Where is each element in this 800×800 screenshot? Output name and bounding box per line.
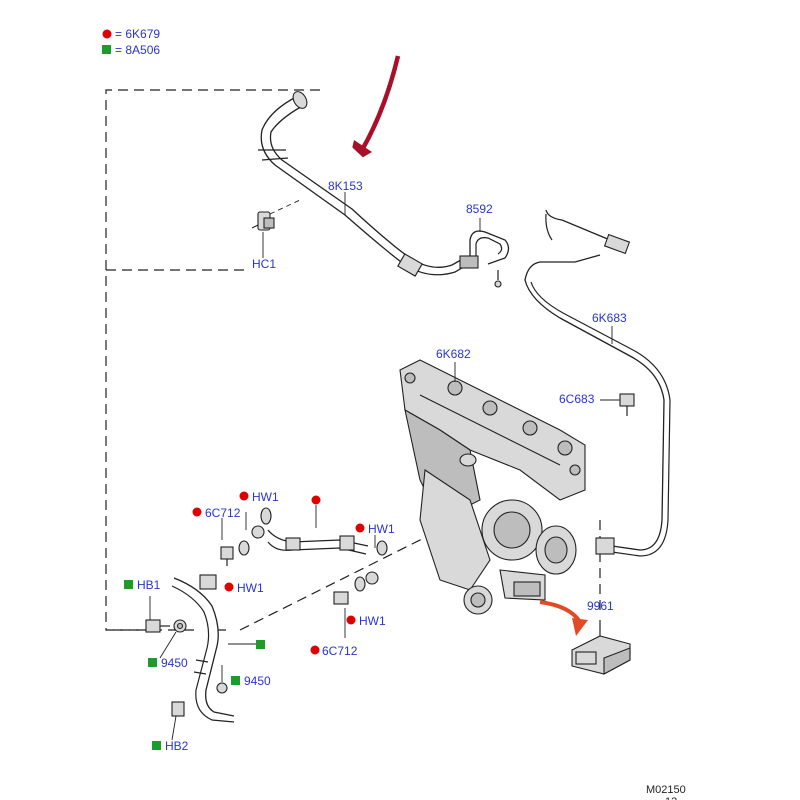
- label-6c712-upper: 6C712: [205, 506, 241, 520]
- legend-green-square: [102, 45, 111, 54]
- washer-9450-lower: [216, 682, 228, 694]
- label-hw1-left: HW1: [237, 581, 264, 595]
- label-6k682: 6K682: [436, 347, 471, 361]
- figure-code-suffix: 13: [665, 796, 677, 800]
- washer-hw1-right: [376, 540, 388, 556]
- red-marker-hw1-right: [355, 523, 365, 533]
- curved-arrow-icon: [539, 600, 588, 636]
- oil-feed-pipe: [251, 525, 379, 585]
- green-marker-9450-upper: [148, 658, 157, 667]
- red-marker-6c712-upper: [192, 507, 202, 517]
- red-marker-6c712-lower: [310, 645, 320, 655]
- label-9450-upper: 9450: [161, 656, 188, 670]
- red-marker-hw1-top: [239, 491, 249, 501]
- label-hc1: HC1: [252, 257, 276, 271]
- legend-red-label: = 6K679: [115, 27, 160, 41]
- label-6c683: 6C683: [559, 392, 595, 406]
- washer-hw1-left: [238, 540, 250, 556]
- red-arrow-icon: [348, 55, 401, 166]
- label-hw1-lower: HW1: [359, 614, 386, 628]
- washer-hw1-upper: [260, 507, 272, 525]
- label-hb1: HB1: [137, 578, 161, 592]
- label-6c712-lower: 6C712: [322, 644, 358, 658]
- bolt-6c712-lower: [333, 591, 349, 605]
- oil-return-pipe: [171, 574, 235, 723]
- bolt-hb2: [171, 701, 185, 717]
- bolt-6c712-upper: [220, 546, 234, 566]
- green-marker-pipe: [256, 640, 265, 649]
- hose-8k153: [258, 91, 473, 277]
- legend-red-dot: [102, 29, 112, 39]
- label-9961: 9961: [587, 599, 614, 613]
- legend: = 6K679 = 8A506: [102, 27, 160, 57]
- label-8592: 8592: [466, 202, 493, 216]
- label-6k683: 6K683: [592, 311, 627, 325]
- legend-green-label: = 8A506: [115, 43, 160, 57]
- sensor-9961: [571, 620, 631, 675]
- green-marker-hb2: [152, 741, 161, 750]
- pipe-6k683: [524, 209, 671, 557]
- green-marker-9450-lower: [231, 676, 240, 685]
- label-8k153: 8K153: [328, 179, 363, 193]
- red-marker-hw1-left: [224, 582, 234, 592]
- label-hw1-top: HW1: [252, 490, 279, 504]
- washer-9450-upper: [173, 619, 187, 633]
- bolt-6c683: [619, 393, 635, 416]
- turbocharger: [419, 469, 577, 615]
- washer-hw1-lower: [354, 576, 366, 592]
- bolt-hb1: [145, 619, 170, 633]
- red-marker-hose: [311, 495, 321, 505]
- figure-code: M02150: [646, 784, 686, 796]
- manifold-6k682: [399, 359, 586, 521]
- label-9450-lower: 9450: [244, 674, 271, 688]
- green-marker-hb1: [124, 580, 133, 589]
- pipe-8592: [459, 230, 510, 288]
- red-marker-hw1-lower: [346, 615, 356, 625]
- label-hb2: HB2: [165, 739, 189, 753]
- clip-hc1: [251, 211, 275, 231]
- label-hw1-right: HW1: [368, 522, 395, 536]
